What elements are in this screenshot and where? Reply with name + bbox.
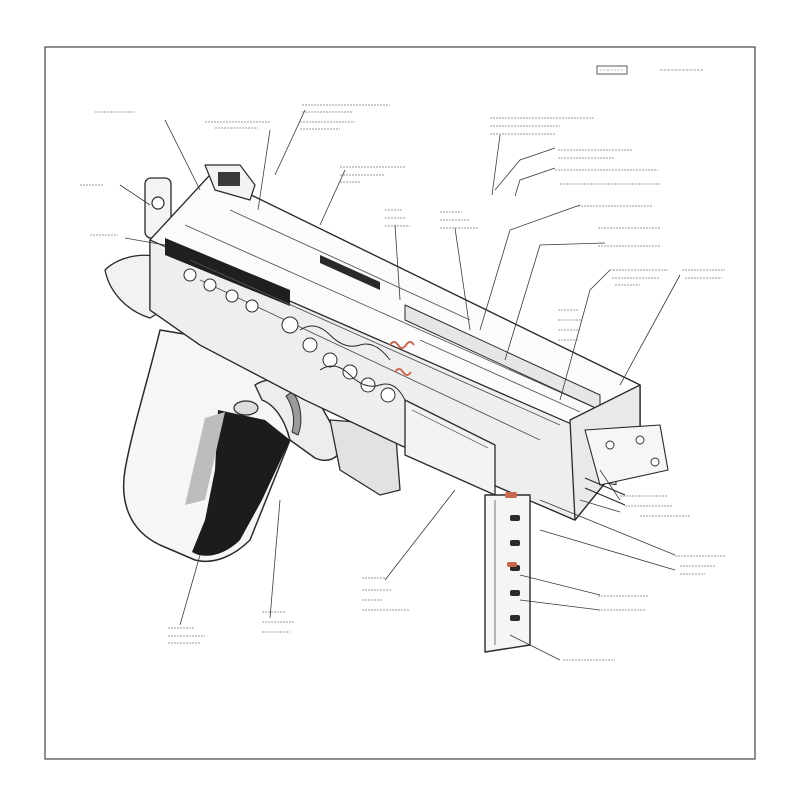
front-bracket-bolts	[605, 435, 660, 467]
callout-c18	[620, 495, 690, 517]
callout-labels	[80, 104, 725, 661]
callout-c11	[558, 149, 632, 159]
callout-c16	[682, 269, 725, 279]
callout-c17	[558, 309, 582, 341]
callout-c12	[555, 169, 660, 185]
callout-c20	[598, 595, 648, 611]
callout-c15	[610, 269, 668, 286]
muzzle-rod-1	[584, 477, 626, 496]
leader-lines	[119, 109, 681, 661]
receiver-dark-stripe	[165, 238, 290, 306]
receiver-dark-slot	[320, 255, 380, 290]
muzzle-rod-2	[584, 487, 626, 506]
magazine	[484, 492, 531, 653]
callout-c2	[205, 121, 270, 129]
callout-c22	[362, 577, 410, 611]
callout-c4	[300, 121, 355, 130]
mechanism-cluster	[183, 268, 406, 403]
accent-springs	[389, 341, 415, 376]
title-block	[596, 65, 703, 75]
callout-c5	[340, 166, 405, 183]
callout-c24	[262, 611, 295, 633]
callout-c14	[598, 227, 660, 247]
callout-c3	[302, 104, 390, 113]
callout-c19	[675, 555, 725, 575]
front-bracket	[584, 424, 669, 486]
callout-c8	[385, 209, 410, 227]
rear-sight-pin	[151, 196, 165, 210]
grip-screw	[233, 400, 259, 416]
trigger	[285, 391, 302, 436]
grip-highlight	[185, 412, 225, 505]
callout-c10	[490, 117, 595, 135]
weapon-illustration	[104, 164, 669, 653]
top-cover-window	[218, 172, 240, 186]
callout-c23	[168, 627, 205, 644]
callout-c9	[440, 211, 478, 229]
